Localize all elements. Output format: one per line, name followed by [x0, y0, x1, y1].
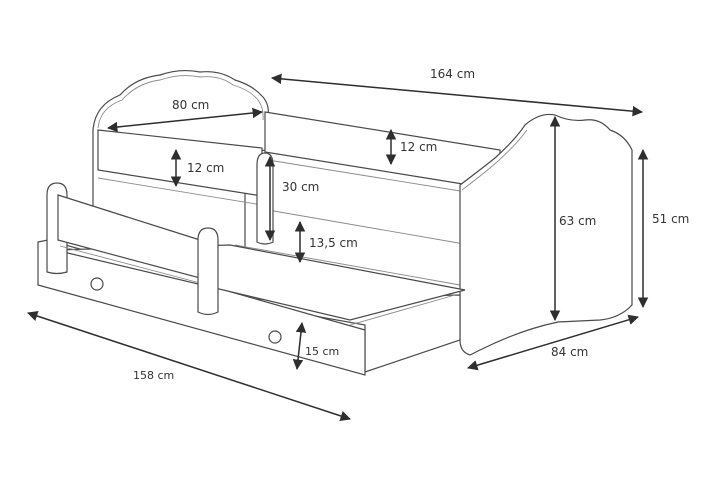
dim-drawer-length-arrow [27, 310, 351, 422]
label-headboard-width: 80 cm [172, 98, 210, 112]
drawer-knob-left [90, 277, 104, 291]
label-guard-rail-height: 30 cm [282, 180, 320, 194]
dim-total-length-arrow [270, 73, 644, 117]
label-back-left-height: 12 cm [187, 161, 225, 175]
dim-headboard-width-arrow [106, 107, 264, 133]
label-side-board-height: 13,5 cm [309, 236, 358, 250]
guard-rail-post-right [197, 227, 219, 316]
label-depth: 84 cm [551, 345, 589, 359]
label-drawer-length: 158 cm [133, 369, 175, 382]
label-back-right-height: 12 cm [400, 140, 438, 154]
label-drawer-front-height: 15 cm [305, 345, 340, 358]
drawer-knob-right [268, 330, 282, 344]
label-footboard-height: 63 cm [559, 214, 597, 228]
label-total-length: 164 cm [430, 67, 476, 81]
label-bed-height: 51 cm [652, 212, 690, 226]
dim-depth-arrow [466, 314, 640, 371]
